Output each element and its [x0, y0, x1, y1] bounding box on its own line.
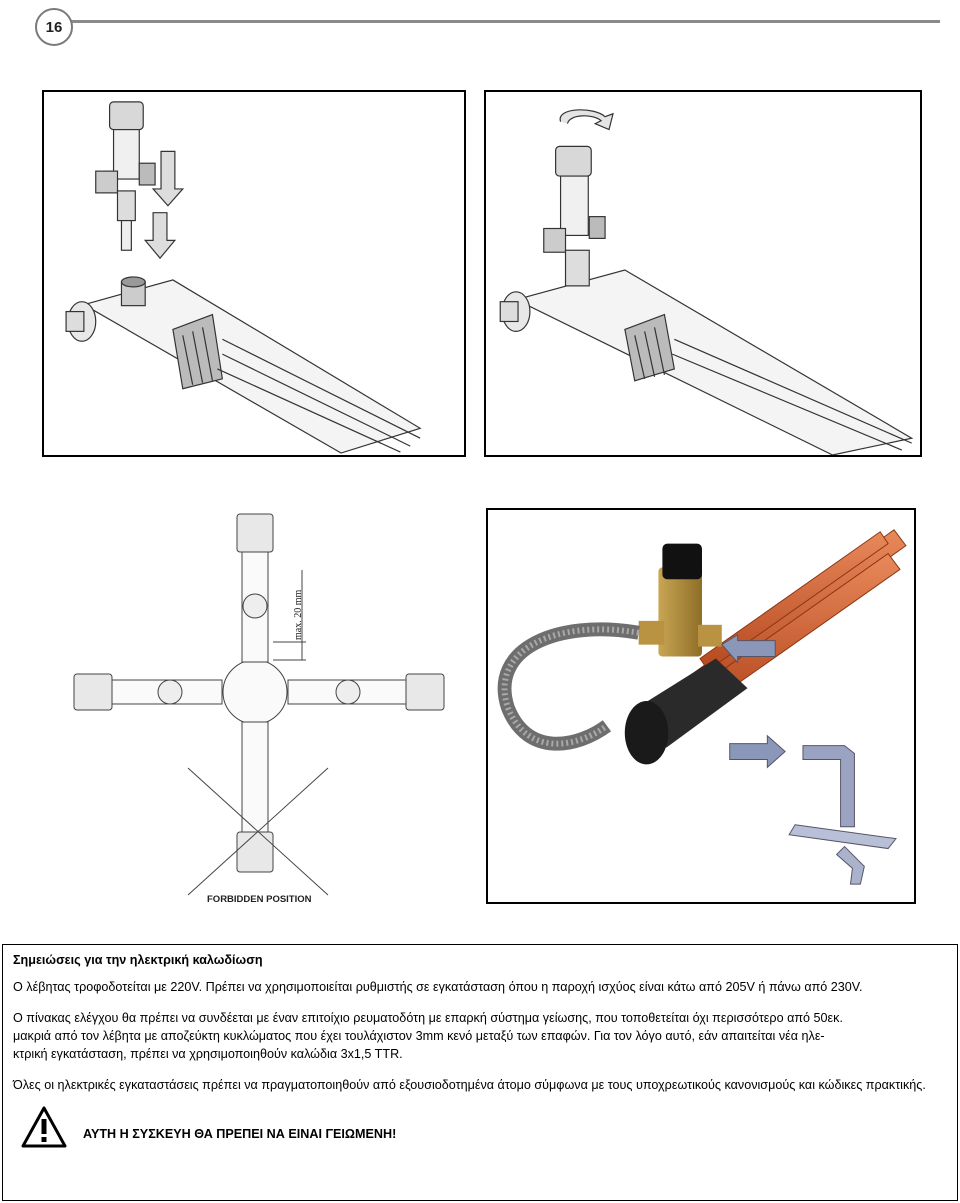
wiring-notes-box: Σημειώσεις για την ηλεκτρική καλωδίωση Ο… [2, 944, 958, 1201]
notes-paragraph-socket: Ο πίνακας ελέγχου θα πρέπει να συνδέεται… [13, 1009, 947, 1063]
bottom-valve-body [241, 721, 269, 833]
page-number: 16 [35, 8, 73, 46]
top-valve-knob [236, 513, 274, 553]
grounding-warning-text: ΑΥΤΗ Η ΣΥΣΚΕΥΗ ΘΑ ΠΡΕΠΕΙ ΝΑ ΕΙΝΑΙ ΓΕΙΩΜΕ… [83, 1127, 397, 1141]
valve-rotation-drawing [499, 109, 914, 455]
warning-triangle-icon [21, 1106, 67, 1148]
notes-title: Σημειώσεις για την ηλεκτρική καλωδίωση [13, 953, 263, 967]
valve-positions-diagram: max. 20 mm FORBIDDEN POSITION [70, 510, 448, 910]
dimension-label: max. 20 mm [293, 590, 304, 640]
notes-paragraph-socket-line-2: μακριά από τον λέβητα με αποζεύκτη κυκλώ… [13, 1029, 825, 1043]
notes-paragraph-voltage: Ο λέβητας τροφοδοτείται με 220V. Πρέπει … [13, 980, 863, 994]
forbidden-cross-line-2 [187, 767, 329, 896]
notes-paragraph-socket-line-1: Ο πίνακας ελέγχου θα πρέπει να συνδέεται… [13, 1011, 843, 1025]
center-housing [222, 659, 288, 725]
illustration-valve-rotation [484, 90, 922, 457]
notes-paragraph-socket-line-3: κτρική εγκατάσταση, πρέπει να χρησιμοποι… [13, 1047, 403, 1061]
notes-paragraph-installation: Όλες οι ηλεκτρικές εγκαταστάσεις πρέπει … [13, 1078, 926, 1092]
valve-insertion-drawing [65, 101, 422, 454]
illustration-valve-insertion [42, 90, 466, 457]
grounding-warning: ΑΥΤΗ Η ΣΥΣΚΕΥΗ ΘΑ ΠΡΕΠΕΙ ΝΑ ΕΙΝΑΙ ΓΕΙΩΜΕ… [13, 1106, 947, 1148]
header-rule [60, 20, 940, 23]
illustration-heater-assembly [486, 508, 916, 904]
heater-assembly-render [497, 529, 907, 885]
bottom-valve-knob [236, 831, 274, 873]
forbidden-position-label: FORBIDDEN POSITION [207, 894, 312, 905]
left-valve-knob [73, 673, 113, 711]
right-valve-knob [405, 673, 445, 711]
